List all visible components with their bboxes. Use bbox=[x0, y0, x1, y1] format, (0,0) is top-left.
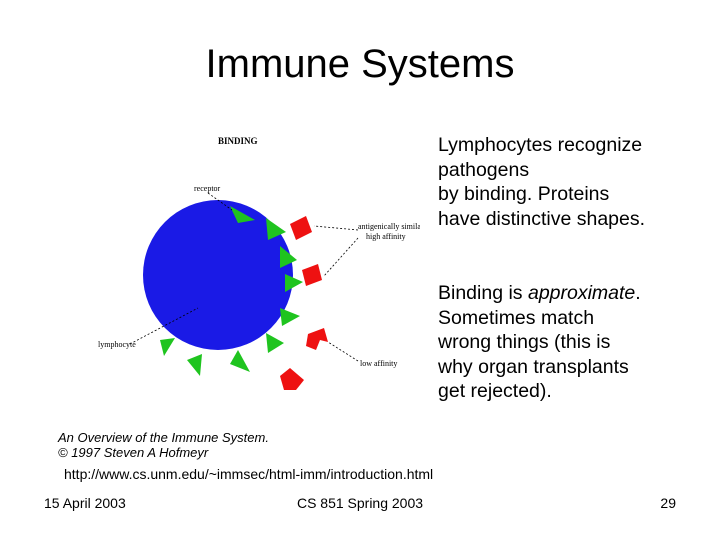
receptor bbox=[230, 206, 255, 223]
text-span: . bbox=[635, 282, 641, 304]
emphasis-approximate: approximate bbox=[527, 282, 636, 304]
low-affinity-label: low affinity bbox=[360, 359, 397, 368]
antigen-high-affinity bbox=[290, 216, 312, 240]
slide-title: Immune Systems bbox=[205, 42, 515, 86]
text-line: Binding is approximate. bbox=[438, 281, 641, 306]
paragraph-recognition: Lymphocytes recognize pathogens by bindi… bbox=[438, 133, 645, 231]
pointer-line bbox=[129, 307, 199, 345]
receptor bbox=[160, 338, 175, 356]
pointer-line bbox=[327, 341, 359, 362]
figure-heading: BINDING bbox=[218, 136, 258, 146]
footer-date: 15 April 2003 bbox=[44, 495, 126, 511]
caption-line: An Overview of the Immune System. bbox=[58, 430, 269, 445]
caption-line: © 1997 Steven A Hofmeyr bbox=[58, 445, 209, 460]
text-line: wrong things (this is bbox=[438, 331, 611, 353]
text-line: get rejected). bbox=[438, 380, 552, 402]
footer-course: CS 851 Spring 2003 bbox=[296, 495, 424, 511]
receptor bbox=[230, 350, 250, 372]
receptor bbox=[280, 308, 300, 326]
text-line: why organ transplants bbox=[438, 355, 629, 378]
receptor bbox=[187, 354, 202, 376]
binding-figure: BINDING receptor antigenically similar h… bbox=[90, 128, 420, 408]
pointer-line bbox=[207, 192, 233, 211]
high-affinity-label-line2: high affinity bbox=[366, 232, 406, 241]
receptor bbox=[280, 246, 297, 268]
pointer-line bbox=[323, 237, 359, 277]
lymphocyte-label: lymphocyte bbox=[98, 340, 136, 349]
figure-caption: An Overview of the Immune System. © 1997… bbox=[58, 430, 269, 460]
text-line: Sometimes match bbox=[438, 306, 595, 329]
source-url[interactable]: http://www.cs.unm.edu/~immsec/html-imm/i… bbox=[64, 466, 434, 482]
text-line: pathogens bbox=[438, 158, 530, 181]
footer-page-number: 29 bbox=[660, 495, 676, 511]
text-span: Binding is bbox=[438, 282, 528, 304]
receptor bbox=[266, 218, 286, 240]
high-affinity-label-line1: antigenically similar bbox=[358, 222, 420, 231]
text-line: have distinctive shapes. bbox=[438, 207, 646, 230]
pointer-line bbox=[313, 225, 359, 231]
receptor-label: receptor bbox=[194, 184, 221, 193]
antigen-low-affinity bbox=[280, 368, 304, 390]
binding-diagram: BINDING receptor antigenically similar h… bbox=[98, 136, 420, 390]
paragraph-approximate-binding: Binding is approximate. Sometimes match … bbox=[438, 281, 641, 404]
receptor bbox=[266, 333, 284, 353]
lymphocyte-cell bbox=[143, 200, 293, 350]
text-line: by binding. Proteins bbox=[438, 183, 610, 205]
receptor bbox=[285, 274, 303, 292]
antigen-high-affinity bbox=[302, 264, 322, 286]
antigen-low-affinity bbox=[306, 328, 328, 350]
text-line: Lymphocytes recognize bbox=[438, 134, 643, 156]
